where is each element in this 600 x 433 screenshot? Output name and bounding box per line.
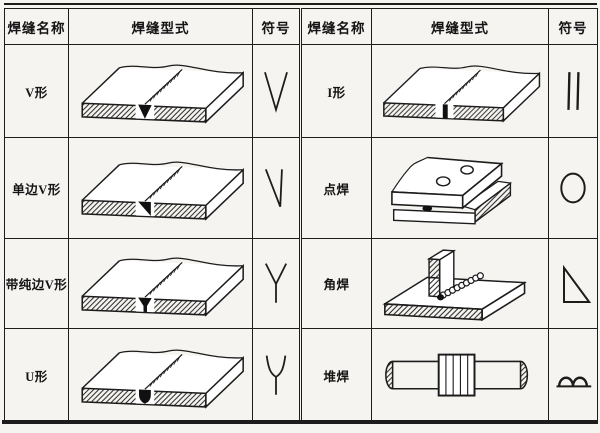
header-weld-form: 焊缝型式 xyxy=(371,8,549,45)
row-label-u: U形 xyxy=(4,328,69,423)
row-label-spot: 点焊 xyxy=(301,137,372,239)
v-groove-symbol-icon xyxy=(252,44,300,138)
header-symbol: 符号 xyxy=(252,8,300,45)
square-butt-illustration xyxy=(371,44,549,138)
v-groove-root-face-illustration xyxy=(68,238,253,329)
y-groove-symbol-icon xyxy=(252,238,300,329)
row-label-single-v: 单边V形 xyxy=(4,137,69,239)
spot-weld-illustration xyxy=(371,137,549,239)
header-symbol: 符号 xyxy=(548,8,598,45)
row-label-v: V形 xyxy=(4,44,69,138)
row-label-i: I形 xyxy=(301,44,372,138)
fillet-weld-illustration xyxy=(371,238,549,329)
surfacing-weld-illustration xyxy=(371,328,549,423)
top-border-line xyxy=(4,3,597,5)
table-row: 焊缝名称 焊缝型式 符号 xyxy=(301,8,598,45)
header-weld-form: 焊缝型式 xyxy=(68,8,253,45)
surfacing-weld-symbol-icon xyxy=(548,328,598,423)
table-row: 堆焊 xyxy=(301,328,598,423)
u-groove-illustration xyxy=(68,328,253,423)
fillet-weld-symbol-icon xyxy=(548,238,598,329)
spot-weld-symbol-icon xyxy=(548,137,598,239)
row-label-fillet: 角焊 xyxy=(301,238,372,329)
header-weld-name: 焊缝名称 xyxy=(4,8,69,45)
table-row: I形 xyxy=(301,44,598,138)
table-row: 角焊 xyxy=(301,238,598,329)
table-row: 点焊 xyxy=(301,137,598,239)
single-bevel-symbol-icon xyxy=(252,137,300,239)
weld-table-right: 焊缝名称 焊缝型式 符号 I形 点焊 xyxy=(301,8,598,423)
table-row: U形 xyxy=(4,328,300,423)
table-row: V形 xyxy=(4,44,300,138)
header-weld-name: 焊缝名称 xyxy=(301,8,372,45)
table-row: 焊缝名称 焊缝型式 符号 xyxy=(4,8,300,45)
weld-table-left: 焊缝名称 焊缝型式 符号 V形 单边V形 xyxy=(4,8,300,423)
u-groove-symbol-icon xyxy=(252,328,300,423)
row-label-surfacing: 堆焊 xyxy=(301,328,372,423)
table-row: 带纯边V形 xyxy=(4,238,300,329)
row-label-root-face-v: 带纯边V形 xyxy=(4,238,69,329)
single-bevel-groove-illustration xyxy=(68,137,253,239)
square-groove-symbol-icon xyxy=(548,44,598,138)
v-groove-illustration xyxy=(68,44,253,138)
table-row: 单边V形 xyxy=(4,137,300,239)
bottom-border-line xyxy=(2,420,598,424)
